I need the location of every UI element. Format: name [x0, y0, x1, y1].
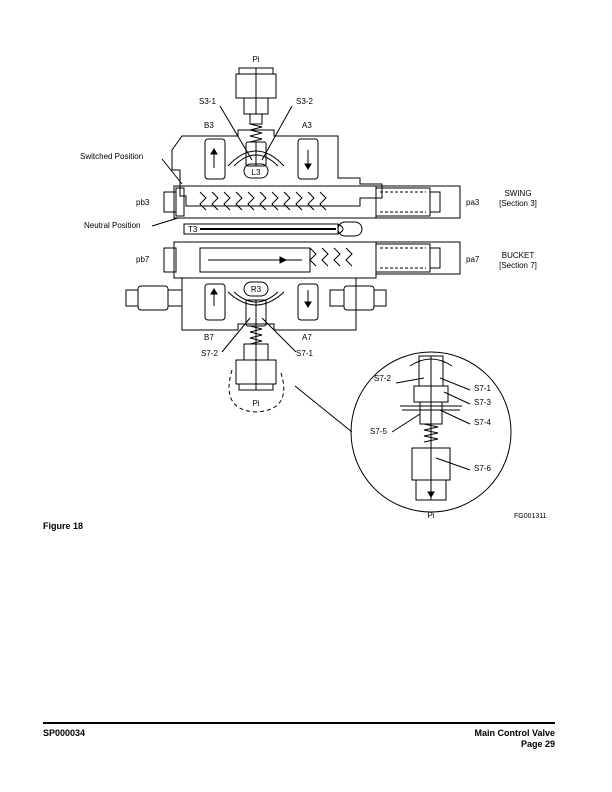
- s3-2-leader: [261, 105, 293, 161]
- label-swing: SWING: [504, 189, 531, 198]
- upper-spool: [163, 185, 461, 219]
- detail-label-s7-6: S7-6: [474, 464, 491, 473]
- figure-caption: Figure 18: [43, 521, 84, 531]
- detail-leader-line: [294, 385, 353, 433]
- footer-title-block: Main Control Valve Page 29: [474, 728, 555, 750]
- label-s7-1-main: S7-1: [296, 349, 313, 358]
- detail-label-pi: Pi: [427, 511, 434, 520]
- top-spring-assembly: [245, 123, 267, 167]
- label-pa3: pa3: [466, 198, 480, 207]
- s7-1-leader: [261, 317, 297, 353]
- footer-rule: [43, 722, 555, 724]
- label-s7-2-main: S7-2: [201, 349, 218, 358]
- figure-code: FG001311: [514, 513, 547, 520]
- label-l3: L3: [252, 168, 261, 177]
- label-s3-1: S3-1: [199, 97, 216, 106]
- label-section-7: [Section 7]: [499, 261, 537, 270]
- label-a7: A7: [302, 333, 312, 342]
- label-pb7: pb7: [136, 255, 150, 264]
- detail-view: [350, 351, 512, 513]
- lower-spool: [163, 241, 461, 279]
- detail-label-s7-4: S7-4: [474, 418, 491, 427]
- footer-page: Page 29: [520, 739, 555, 749]
- footer-doc-number: SP000034: [43, 728, 86, 738]
- neutral-position-leader: [151, 217, 179, 227]
- label-t3: T3: [188, 225, 198, 234]
- s3-1-leader: [219, 105, 253, 161]
- top-pilot-fitting: [235, 67, 277, 125]
- valve-diagram: Pi S3-1 S3-2 B3 A3 Switched Position L3 …: [80, 55, 547, 520]
- valve-body-upper: [171, 129, 383, 207]
- switched-position-leader: [161, 158, 183, 185]
- detail-label-s7-2: S7-2: [374, 374, 391, 383]
- footer-title: Main Control Valve: [474, 728, 555, 738]
- label-b3: B3: [204, 121, 214, 130]
- tank-passage: [183, 221, 363, 237]
- label-pb3: pb3: [136, 198, 150, 207]
- detail-label-s7-1: S7-1: [474, 384, 491, 393]
- bottom-pilot-fitting: [228, 299, 285, 413]
- label-r3: R3: [251, 285, 262, 294]
- s7-2-leader: [221, 317, 251, 353]
- label-b7: B7: [204, 333, 214, 342]
- label-section-3: [Section 3]: [499, 199, 537, 208]
- detail-label-s7-3: S7-3: [474, 398, 491, 407]
- label-pi-bottom: Pi: [252, 399, 259, 408]
- label-s3-2: S3-2: [296, 97, 313, 106]
- label-bucket: BUCKET: [502, 251, 535, 260]
- label-pi-top: Pi: [252, 55, 259, 64]
- label-neutral-position: Neutral Position: [84, 221, 140, 230]
- label-switched-position: Switched Position: [80, 152, 143, 161]
- detail-label-s7-5: S7-5: [370, 427, 387, 436]
- label-pa7: pa7: [466, 255, 480, 264]
- label-a3: A3: [302, 121, 312, 130]
